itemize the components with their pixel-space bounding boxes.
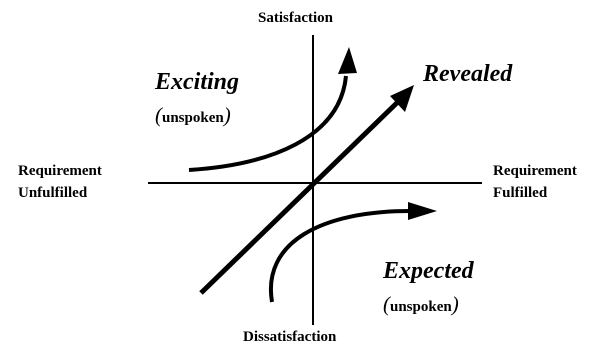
requirement-fulfilled-line1: Requirement <box>493 163 577 179</box>
requirement-fulfilled-line2: Fulfilled <box>493 185 548 201</box>
exciting-open-paren: ( <box>155 103 162 127</box>
expected-subtitle: (unspoken) <box>383 294 459 315</box>
exciting-subtitle-text: unspoken <box>162 110 224 126</box>
exciting-subtitle: (unspoken) <box>155 105 231 126</box>
expected-open-paren: ( <box>383 292 390 316</box>
revealed-line <box>199 94 406 295</box>
expected-subtitle-text: unspoken <box>390 299 452 315</box>
expected-curve <box>268 209 411 303</box>
exciting-close-paren: ) <box>223 103 231 127</box>
expected-close-paren: ) <box>451 292 459 316</box>
revealed-arrowhead <box>390 85 414 112</box>
expected-arrowhead <box>408 202 437 220</box>
satisfaction-label: Satisfaction <box>258 10 333 26</box>
revealed-title: Revealed <box>423 61 513 87</box>
dissatisfaction-label: Dissatisfaction <box>243 329 337 345</box>
requirement-unfulfilled-line1: Requirement <box>18 163 102 179</box>
requirement-unfulfilled-line2: Unfulfilled <box>18 185 88 201</box>
exciting-arrowhead <box>338 47 357 74</box>
exciting-title: Exciting <box>155 69 240 95</box>
expected-title: Expected <box>383 258 474 284</box>
exciting-curve <box>188 75 348 172</box>
